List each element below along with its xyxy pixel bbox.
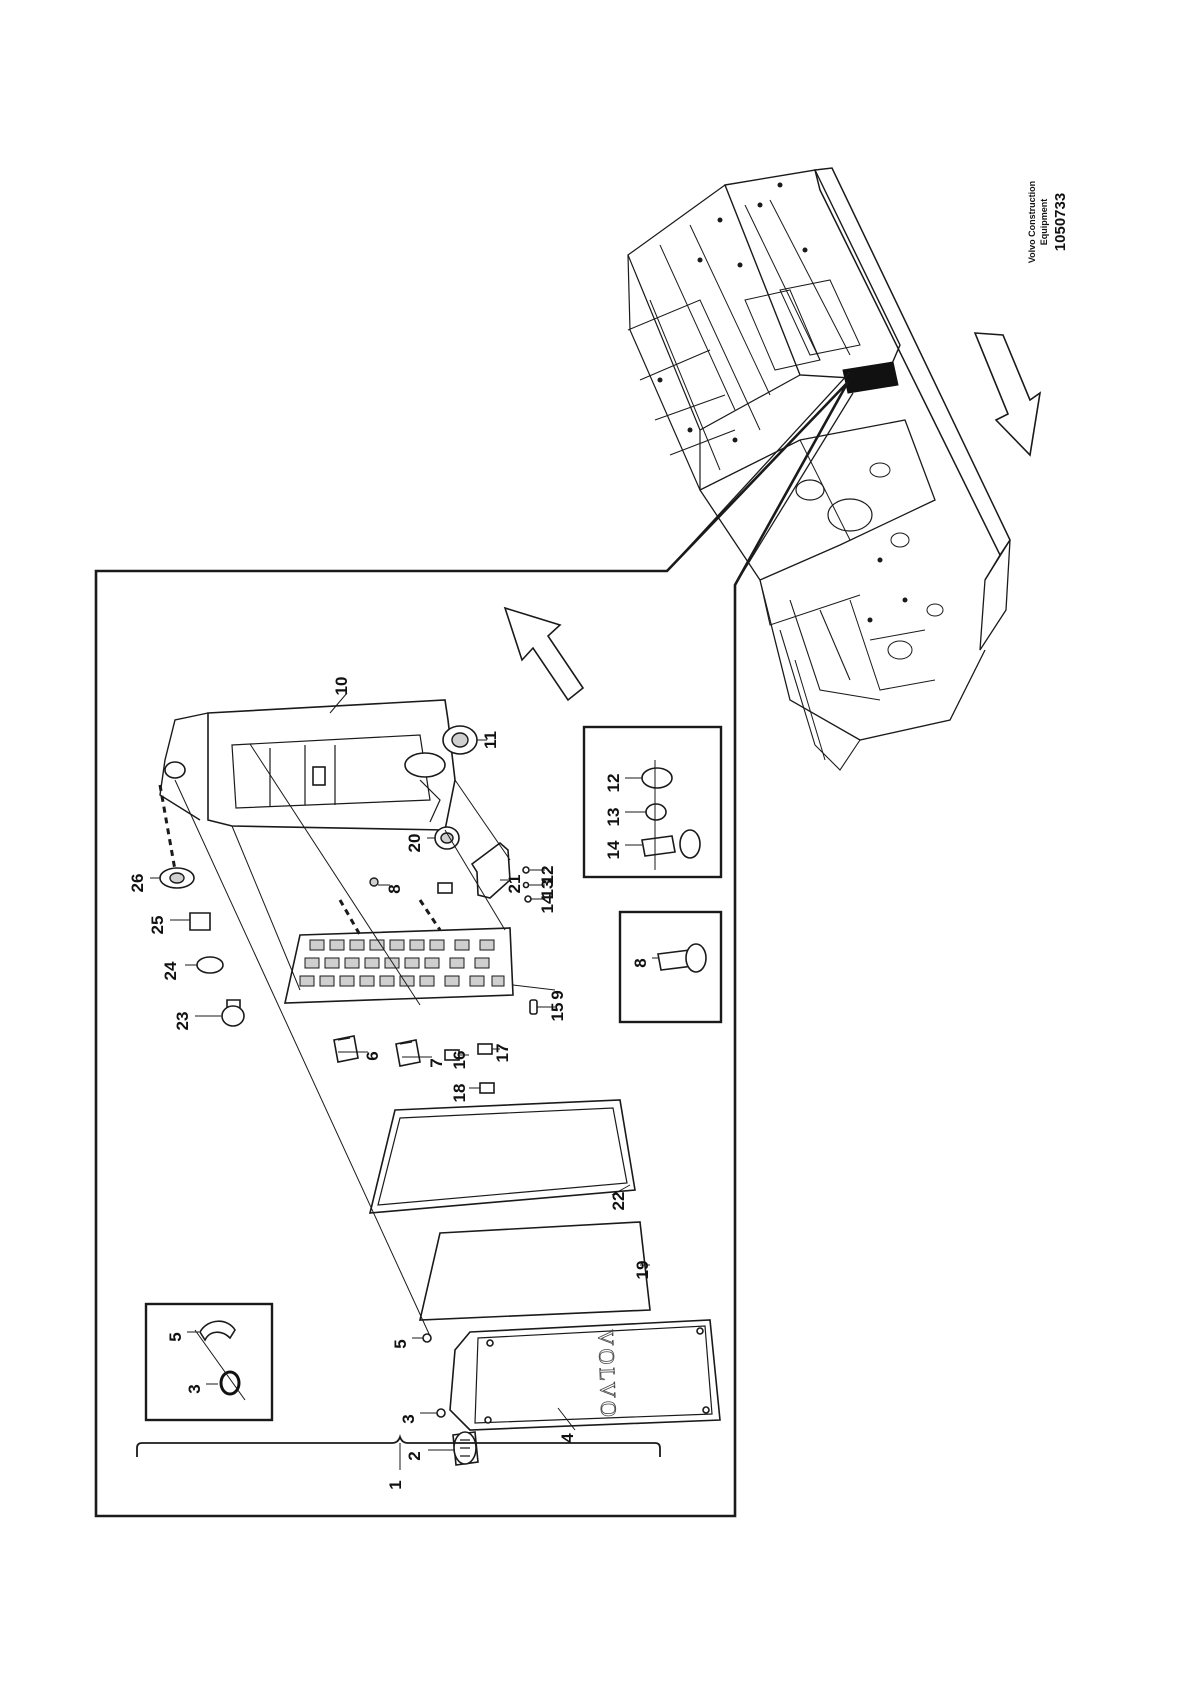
callout-7: 7: [427, 1058, 446, 1067]
credit-line-2: Equipment: [1039, 199, 1049, 246]
callout-9: 9: [548, 990, 567, 999]
part-2-knob: [452, 1431, 479, 1466]
part-housing: [159, 699, 456, 831]
credit-line-1: Volvo Construction: [1027, 181, 1037, 263]
part-6-relay: [333, 1035, 359, 1063]
parts-3-5-main: [422, 1333, 446, 1418]
part-4-cover: VOLVO: [449, 1319, 721, 1431]
callout-6: 6: [363, 1051, 382, 1060]
part-11-grommet: [442, 725, 478, 755]
part-9-circuit-board: [283, 899, 514, 1004]
callout-12: 12: [538, 866, 557, 885]
part-15-pin: [529, 999, 538, 1015]
callout-24: 24: [161, 961, 180, 980]
direction-arrow-overview: [973, 332, 1042, 457]
callout-13: 13: [538, 880, 557, 899]
assembly-lines: [174, 743, 511, 1337]
callout-leaders: [150, 692, 658, 1470]
detail-frame: [94, 371, 854, 1518]
callout-18: 18: [450, 1084, 469, 1103]
callout-11: 11: [481, 731, 500, 749]
callout-10: 10: [332, 677, 351, 696]
callout-2: 2: [405, 1451, 424, 1460]
inset-callout-8: 8: [631, 958, 650, 967]
direction-arrow-detail: [503, 606, 585, 702]
inset-callout-5: 5: [166, 1332, 185, 1341]
part-8-screw: [369, 877, 453, 894]
callout-4: 4: [558, 1433, 577, 1443]
callout-1: 1: [386, 1480, 405, 1489]
fasteners-12-13-14: [522, 866, 532, 903]
callout-5: 5: [391, 1339, 410, 1348]
part-19-sheet: [418, 1221, 651, 1321]
part-7-relay: [395, 1039, 421, 1067]
inset-callout-12: 12: [604, 774, 623, 793]
callout-labels: 1 2 3 4 5 6 7 8 9 10 11 12 13 14 15 16 1…: [128, 677, 652, 1490]
drawing-number: 1050733: [1052, 193, 1069, 251]
callout-23: 23: [173, 1012, 192, 1031]
inset-box-clip: [144, 1302, 274, 1422]
callout-17: 17: [493, 1044, 512, 1063]
highlighted-unit-marker: [842, 361, 899, 394]
callout-26: 26: [128, 874, 147, 893]
mount-stack: [158, 784, 245, 1027]
callout-22: 22: [609, 1192, 628, 1211]
callout-3: 3: [399, 1414, 418, 1423]
machine-overview: [627, 167, 1011, 771]
callout-19: 19: [633, 1261, 652, 1280]
callout-15: 15: [548, 1003, 567, 1022]
inset-box-screw-8: [618, 910, 723, 1024]
inset-callout-3: 3: [185, 1384, 204, 1393]
brace-part-1: [136, 1434, 661, 1457]
callout-8: 8: [385, 884, 404, 893]
inset-callout-13: 13: [604, 808, 623, 827]
callout-14: 14: [538, 894, 557, 913]
callout-21: 21: [505, 875, 524, 894]
part-20-grommet: [434, 826, 460, 850]
part-22-gasket: [368, 1099, 636, 1214]
callout-20: 20: [405, 834, 424, 853]
cover-brand-text: VOLVO: [593, 1329, 621, 1420]
drawing-credit: Volvo Construction Equipment 1050733: [1027, 181, 1069, 263]
inset-box-screw-assembly: [582, 725, 723, 879]
fuses-16-17-18: [444, 1043, 495, 1094]
part-21-bracket: [470, 841, 511, 899]
callout-16: 16: [450, 1051, 469, 1070]
callout-25: 25: [148, 916, 167, 935]
inset-callout-14: 14: [604, 840, 623, 859]
